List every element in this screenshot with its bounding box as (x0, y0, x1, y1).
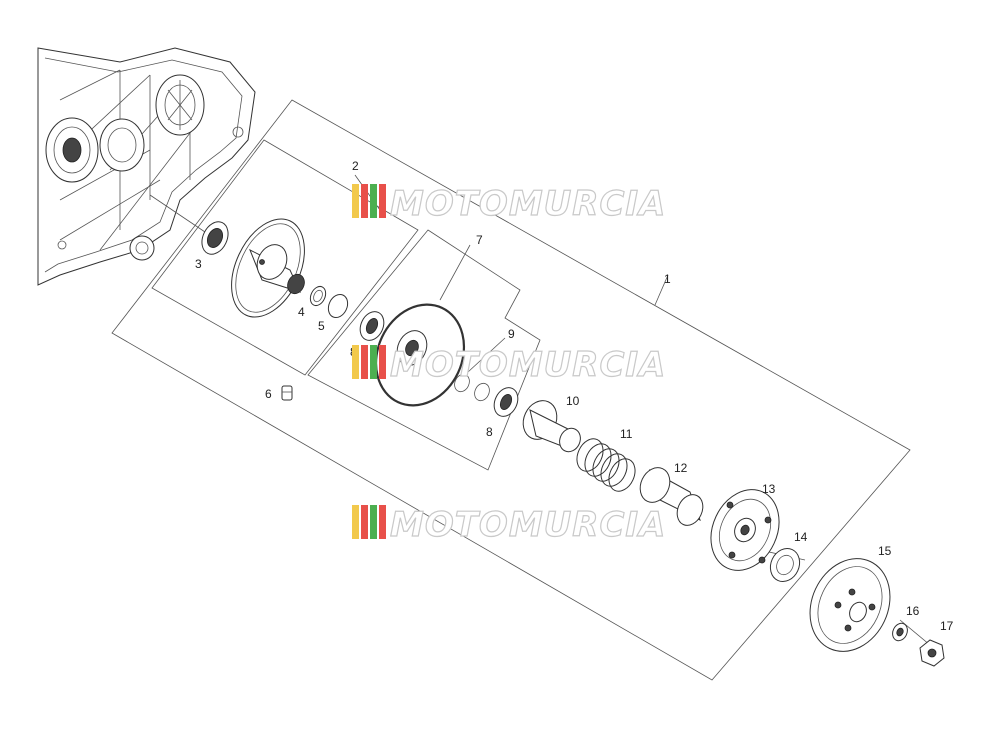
part-14-washer (769, 547, 801, 583)
watermark-top: MOTOMURCIA (352, 183, 666, 225)
watermark-middle: MOTOMURCIA (352, 344, 666, 386)
engine-case (37, 47, 256, 286)
label-15: 15 (878, 544, 892, 558)
part-5-circlip (327, 293, 349, 319)
label-16: 16 (906, 604, 920, 618)
watermark-text: MOTOMURCIA (390, 345, 666, 385)
part-10-collar (522, 400, 581, 453)
watermark-stripe (361, 184, 368, 218)
label-14: 14 (794, 530, 808, 544)
watermark-stripe (361, 505, 368, 539)
label-13: 13 (762, 482, 776, 496)
label-7: 7 (476, 233, 483, 247)
watermark-stripe (379, 505, 386, 539)
watermark-stripe (352, 345, 359, 379)
label-11: 11 (620, 427, 633, 441)
watermark-text: MOTOMURCIA (390, 505, 666, 545)
watermark-stripe (370, 345, 377, 379)
label-8b: 8 (486, 425, 493, 439)
label-9: 9 (508, 327, 515, 341)
label-10: 10 (566, 394, 580, 408)
part-15-clutch-bell (809, 558, 891, 652)
label-4: 4 (298, 305, 305, 319)
watermark-stripe (379, 345, 386, 379)
frame-assembly-7 (307, 229, 541, 471)
part-12-spring-cup (639, 467, 704, 526)
part-8-bearing-b (493, 387, 519, 417)
part-4-needle-bearing (309, 285, 327, 307)
watermark-stripe (379, 184, 386, 218)
part-7-movable-face (374, 303, 466, 407)
frame-assembly-1 (111, 99, 911, 681)
watermark-stripe (370, 184, 377, 218)
watermark-stripe (370, 505, 377, 539)
part-8-bearing-a (359, 311, 385, 341)
label-2: 2 (352, 159, 359, 173)
part-6-bolt (281, 385, 293, 401)
part-3-bearing (201, 221, 229, 255)
watermark-stripe (352, 505, 359, 539)
label-6: 6 (265, 387, 272, 401)
part-2-drive-face (231, 218, 305, 318)
part-13-clutch (710, 489, 780, 571)
watermark-stripe (361, 345, 368, 379)
label-5: 5 (318, 319, 325, 333)
label-3: 3 (195, 257, 202, 271)
part-9-oring-set (454, 373, 490, 402)
watermark-bottom: MOTOMURCIA (352, 504, 666, 546)
part-16-washer (892, 622, 908, 642)
part-11-spring (576, 438, 636, 492)
part-17-nut (919, 639, 945, 667)
label-17: 17 (940, 619, 954, 633)
label-12: 12 (674, 461, 688, 475)
label-1: 1 (664, 272, 671, 286)
part-labels: 1 2 3 4 5 6 7 8 8 9 10 11 12 13 14 15 16… (195, 159, 954, 633)
watermark-text: MOTOMURCIA (390, 184, 666, 224)
watermark-stripe (352, 184, 359, 218)
